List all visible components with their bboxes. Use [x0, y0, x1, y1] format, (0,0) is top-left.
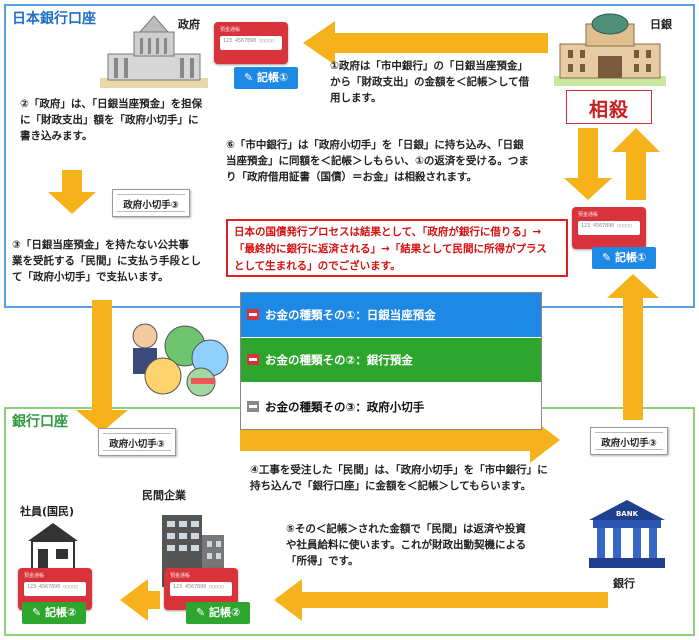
government-check-top: 政府小切手③	[112, 189, 190, 217]
public-works-illustration-icon	[132, 323, 229, 397]
money-type-2: お金の種類その②：銀行預金	[241, 338, 541, 382]
card-icon	[247, 309, 259, 320]
boj-label: 日銀	[650, 18, 672, 31]
summary-note: 日本の国債発行プロセスは結果として、「政府が銀行に借りる」→ 「最終的に銀行に返…	[226, 219, 568, 277]
boj-passbook-card: 預金通帳 123 4567890 ○○○○○	[572, 207, 646, 249]
arrow-company-to-employee	[120, 579, 160, 621]
arrow-bank-to-company	[274, 579, 608, 621]
step6-text: ⑥「市中銀行」は「政府小切手」を「日銀」に持ち込み、「日銀 当座預金」に同額を＜…	[226, 139, 529, 183]
bank-account-title: 銀行口座	[12, 414, 68, 430]
bank-label: 銀行	[613, 577, 635, 590]
step3-text: ③「日銀当座預金」を持たない公共事 業を受託する「民間」に支払う手段とし て「政…	[12, 239, 201, 283]
bank-sign: BANK	[616, 510, 639, 518]
house-icon	[28, 523, 78, 571]
offset-box: 相殺	[566, 90, 652, 124]
government-label: 政府	[178, 18, 200, 31]
kicho2-badge-company: ✎ 記帳②	[186, 602, 251, 624]
offset-label: 相殺	[588, 99, 629, 121]
arrow-check-to-bank	[240, 417, 560, 463]
boj-building-icon	[554, 13, 666, 86]
card-icon	[247, 354, 259, 365]
arrow-boj-down	[564, 128, 612, 200]
pencil-icon: ✎	[32, 606, 46, 619]
pencil-icon: ✎	[196, 606, 210, 619]
government-check-left: 政府小切手③	[98, 428, 176, 456]
government-passbook-card: 預金通帳 123 4567890 ○○○○○	[214, 22, 288, 64]
employee-label: 社員(国民)	[20, 505, 75, 518]
arrow-boj-to-government	[303, 21, 548, 65]
money-types-legend: お金の種類その①：日銀当座預金 お金の種類その②：銀行預金 お金の種類その③：政…	[240, 292, 542, 430]
step4-text: ④工事を受注した「民間」は、「政府小切手」を「市中銀行」に 持ち込んで「銀行口座…	[250, 464, 548, 492]
government-building-icon	[100, 15, 208, 88]
arrow-down-to-bank-check	[76, 300, 128, 432]
money-type-3: お金の種類その③：政府小切手	[241, 385, 541, 429]
money-type-1: お金の種類その①：日銀当座預金	[241, 293, 541, 337]
step1-text: ①政府は「市中銀行」の「日銀当座預金」 から「財政支出」の金額を＜記帳＞して借 …	[330, 60, 530, 104]
government-check-right: 政府小切手③	[590, 427, 668, 455]
kicho1-badge-right: ✎ 記帳①	[592, 247, 657, 269]
pencil-icon: ✎	[602, 251, 616, 264]
kicho2-badge-employee: ✎ 記帳②	[22, 602, 87, 624]
boj-account-title: 日本銀行口座	[12, 11, 96, 27]
bank-building-icon: BANK	[589, 500, 665, 568]
arrow-down-step2	[48, 170, 96, 214]
step5-text: ⑤その＜記帳＞された金額で「民間」は返済や投資 や社員給料に使います。これが財政…	[286, 523, 527, 567]
check-icon	[247, 401, 259, 412]
arrow-boj-up	[612, 128, 660, 200]
company-label: 民間企業	[142, 489, 186, 502]
step2-text: ②「政府」は、「日銀当座預金」を担保 に「財政支出」額を「政府小切手」に 書き込…	[20, 98, 203, 142]
kicho1-badge-top: ✎ 記帳①	[234, 67, 299, 89]
pencil-icon: ✎	[244, 71, 258, 84]
arrow-up-to-boj-card	[607, 274, 659, 420]
